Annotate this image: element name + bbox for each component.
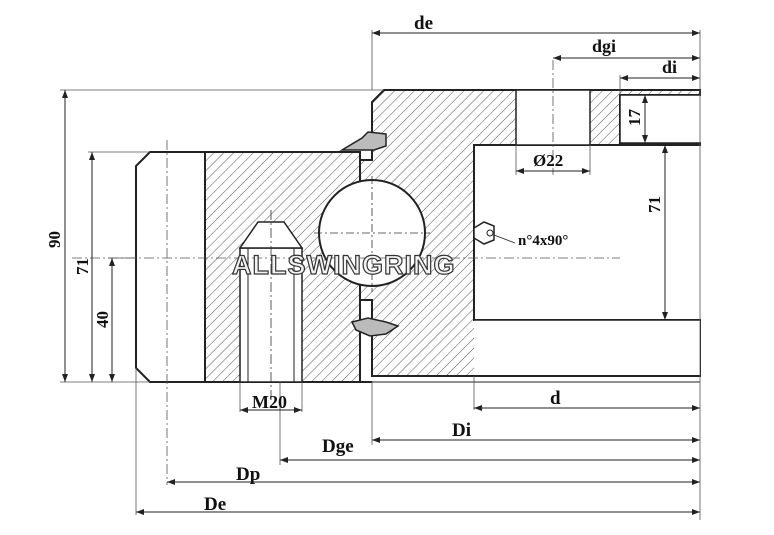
label-di: di [662,57,677,77]
label-Dge: Dge [322,436,354,457]
label-thread: M20 [252,392,287,412]
label-Di: Di [452,420,471,441]
label-outer-mid: 40 [93,311,112,328]
arrow-heads [62,30,700,515]
center-lines [72,60,620,485]
inner-ring [359,89,701,383]
threaded-hole [238,210,304,400]
rolling-ball [314,176,430,292]
extension-lines [60,30,701,520]
label-inner-chamfer: 17 [625,109,644,127]
label-total-height: 90 [45,231,64,248]
label-inner-height: 71 [645,196,664,213]
label-dgi: dgi [592,36,616,56]
label-bolt-hole-diameter: Ø22 [533,151,563,170]
lube-leader [493,234,516,244]
label-Dp: Dp [236,464,260,485]
lubrication-fitting [473,221,495,245]
label-de: de [414,13,433,34]
seal-bottom [350,317,400,337]
label-outer-height: 71 [73,258,92,275]
watermark-logo-text: ALLSWINGRING [232,250,455,280]
dimension-lines [64,32,700,513]
label-d: d [550,388,561,409]
label-lube-fitting: n°4x90° [518,233,568,249]
seal-top [339,131,387,151]
label-De: De [204,494,226,515]
